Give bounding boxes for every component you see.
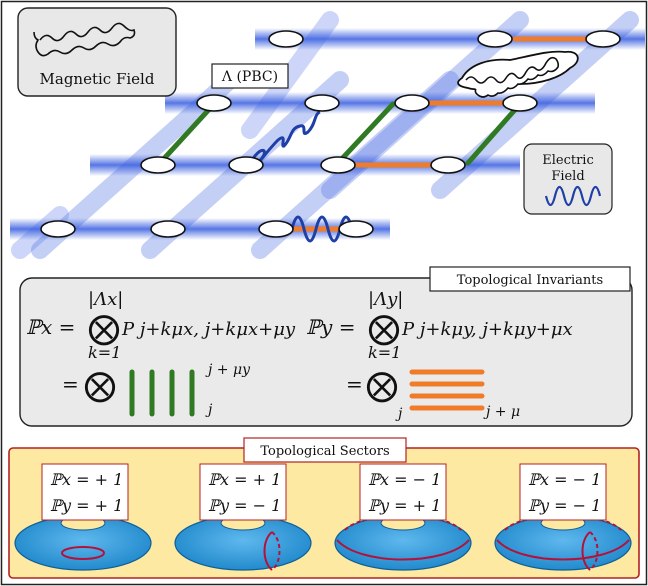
sector-3: ℙx = − 1 ℙy = + 1 xyxy=(334,463,472,571)
topological-sectors-title: Topological Sectors xyxy=(260,444,389,459)
py-otimes: ⨂ xyxy=(368,309,400,347)
loop-meridian-front xyxy=(263,531,273,571)
py-upper-limit: |Λy| xyxy=(368,289,403,310)
magnetic-field-label: Magnetic Field xyxy=(40,70,155,88)
lambda-pbc-label: Λ (PBC) xyxy=(221,69,278,85)
topological-sectors-panel: Topological Sectors ℙx = + 1 ℙy = + 1 ℙx… xyxy=(8,437,640,579)
sector-4-px: ℙx = − 1 xyxy=(528,470,601,489)
loop-meridian-front xyxy=(581,531,591,571)
sector-2: ℙx = + 1 ℙy = − 1 xyxy=(174,463,312,571)
topological-invariants-title: Topological Invariants xyxy=(457,273,603,288)
py-left-index: j xyxy=(395,406,403,422)
sector-1: ℙx = + 1 ℙy = + 1 xyxy=(14,463,152,571)
px-lower-limit: k=1 xyxy=(88,343,121,362)
magnetic-loop-wiggle xyxy=(465,56,560,98)
sector-2-px: ℙx = + 1 xyxy=(208,470,281,489)
px-green-strings xyxy=(129,369,195,417)
lambda-pbc-label-box: Λ (PBC) xyxy=(211,63,289,89)
px-term: P j+kμx, j+kμx+μy xyxy=(121,319,296,340)
py-lower-limit: k=1 xyxy=(368,343,401,362)
px-top-index: j + μy xyxy=(205,362,251,378)
loop-contractible xyxy=(61,546,105,560)
px-otimes-2: ⨂ xyxy=(84,366,116,404)
py-orange-strings xyxy=(409,369,485,411)
loop-meridian-back xyxy=(589,531,599,571)
sector-4-py: ℙy = − 1 xyxy=(528,496,601,515)
green-links xyxy=(157,101,523,166)
px-upper-limit: |Λx| xyxy=(88,289,123,310)
sector-1-py: ℙy = + 1 xyxy=(50,496,123,515)
electric-field-label-1: Electric xyxy=(542,153,594,168)
py-otimes-2: ⨂ xyxy=(366,366,398,404)
electric-wave-icon xyxy=(544,185,602,207)
sector-4: ℙx = − 1 ℙy = − 1 xyxy=(494,463,632,571)
electric-field-legend: Electric Field xyxy=(523,143,613,215)
px-eq: = xyxy=(62,372,79,396)
px-lhs: ℙx = xyxy=(26,315,75,339)
loop-meridian-back xyxy=(271,531,281,571)
lattice-nodes xyxy=(40,30,621,238)
sector-1-px: ℙx = + 1 xyxy=(50,470,123,489)
loop-longitude-front xyxy=(336,539,470,561)
sector-3-py: ℙy = + 1 xyxy=(368,496,441,515)
py-right-index: j + μ xyxy=(483,404,520,420)
topological-invariants-panel: Topological Invariants |Λx| ℙx = ⨂ P j+k… xyxy=(19,266,633,427)
loop-longitude-back xyxy=(344,514,462,531)
electric-field-label-2: Field xyxy=(551,169,584,184)
sector-3-px: ℙx = − 1 xyxy=(368,470,441,489)
magnetic-field-legend: Magnetic Field xyxy=(17,7,177,97)
loop-longitude-front xyxy=(496,539,630,561)
sector-2-py: ℙy = − 1 xyxy=(208,496,281,515)
loop-longitude-back xyxy=(504,514,622,531)
lattice xyxy=(10,11,645,259)
py-eq: = xyxy=(346,372,363,396)
coil-diagonal xyxy=(250,110,321,162)
py-term: P j+kμy, j+kμy+μx xyxy=(401,319,573,340)
px-otimes: ⨂ xyxy=(88,309,120,347)
px-bottom-index: j xyxy=(205,402,213,418)
py-lhs: ℙy = xyxy=(306,315,355,339)
